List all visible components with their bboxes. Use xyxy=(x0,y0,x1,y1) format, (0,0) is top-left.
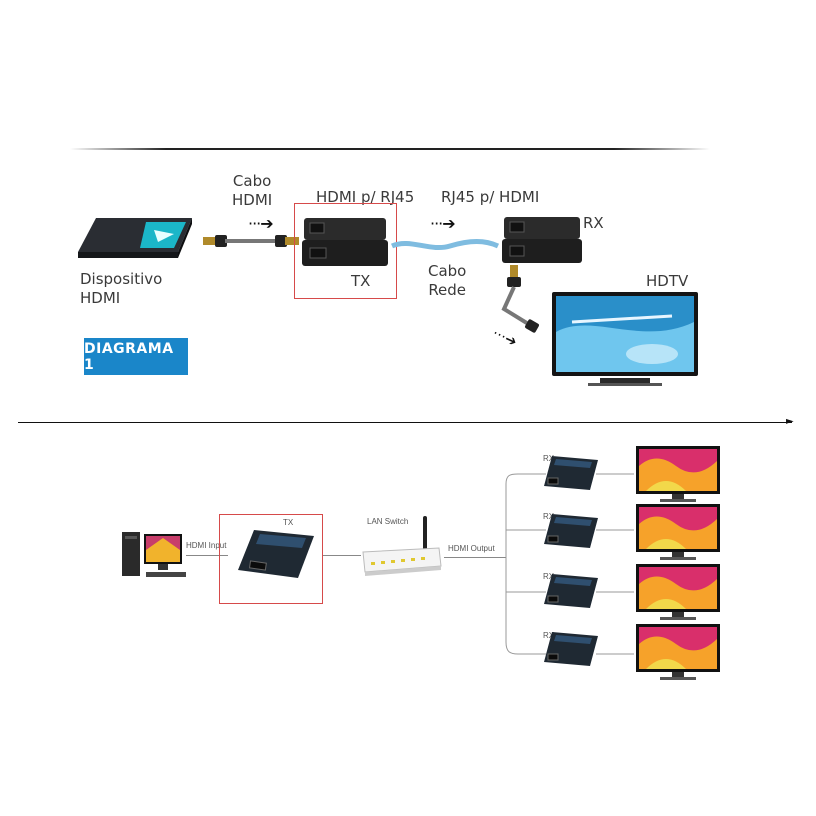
rx-device-3-icon xyxy=(544,574,598,608)
tx-label-bottom: TX xyxy=(283,518,294,527)
network-cable-icon xyxy=(390,239,500,250)
cable-label: Cabo HDMI xyxy=(232,172,273,209)
rx-device-icon xyxy=(502,217,582,263)
rx-label-4: RX xyxy=(543,631,555,640)
diagram-badge: DIAGRAMA 1 xyxy=(84,338,188,375)
tx-device-icon xyxy=(302,218,388,266)
rx-label: RX xyxy=(583,214,604,232)
tv-label: HDTV xyxy=(646,272,689,290)
tx-label: TX xyxy=(351,272,371,290)
switch-to-tree-line xyxy=(444,557,506,558)
tx-highlight-box-bottom xyxy=(219,514,323,604)
tx-to-switch-line xyxy=(323,555,361,556)
branch-lines xyxy=(505,473,634,655)
lan-switch-icon xyxy=(362,516,442,576)
divider-arrow-icon: ► xyxy=(786,416,794,427)
rx-device-2-icon xyxy=(544,514,598,548)
return-label: RJ45 p/ HDMI xyxy=(441,188,540,206)
tv-cable-icon xyxy=(501,265,539,333)
tv-4-icon xyxy=(636,624,720,680)
hdmi-output-label: HDMI Output xyxy=(448,544,495,553)
network-label: Cabo Rede xyxy=(428,262,467,299)
cable-arrow-icon: ···➔ xyxy=(248,214,274,233)
device-label: Dispositivo HDMI xyxy=(80,270,163,307)
hdtv-icon xyxy=(552,292,698,386)
rx-device-1-icon xyxy=(544,456,598,490)
hdmi-input-label: HDMI Input xyxy=(186,541,227,550)
tx-device-bottom-icon xyxy=(238,530,314,578)
tv-1-icon xyxy=(636,446,720,502)
section-divider xyxy=(18,422,792,423)
hdmi-device-icon xyxy=(78,218,192,258)
top-divider xyxy=(70,148,710,150)
rx-label-2: RX xyxy=(543,512,555,521)
input-line xyxy=(186,555,228,556)
rx-device-4-icon xyxy=(544,632,598,666)
rx-label-3: RX xyxy=(543,572,555,581)
switch-label: LAN Switch xyxy=(367,517,409,526)
tv-3-icon xyxy=(636,564,720,620)
computer-icon xyxy=(122,532,186,577)
converter-label: HDMI p/ RJ45 xyxy=(316,188,415,206)
tx-highlight-box xyxy=(294,203,397,299)
hdmi-cable-icon xyxy=(203,235,299,247)
tv-2-icon xyxy=(636,504,720,560)
network-arrow-icon: ···➔ xyxy=(430,214,456,233)
rx-label-1: RX xyxy=(543,454,555,463)
